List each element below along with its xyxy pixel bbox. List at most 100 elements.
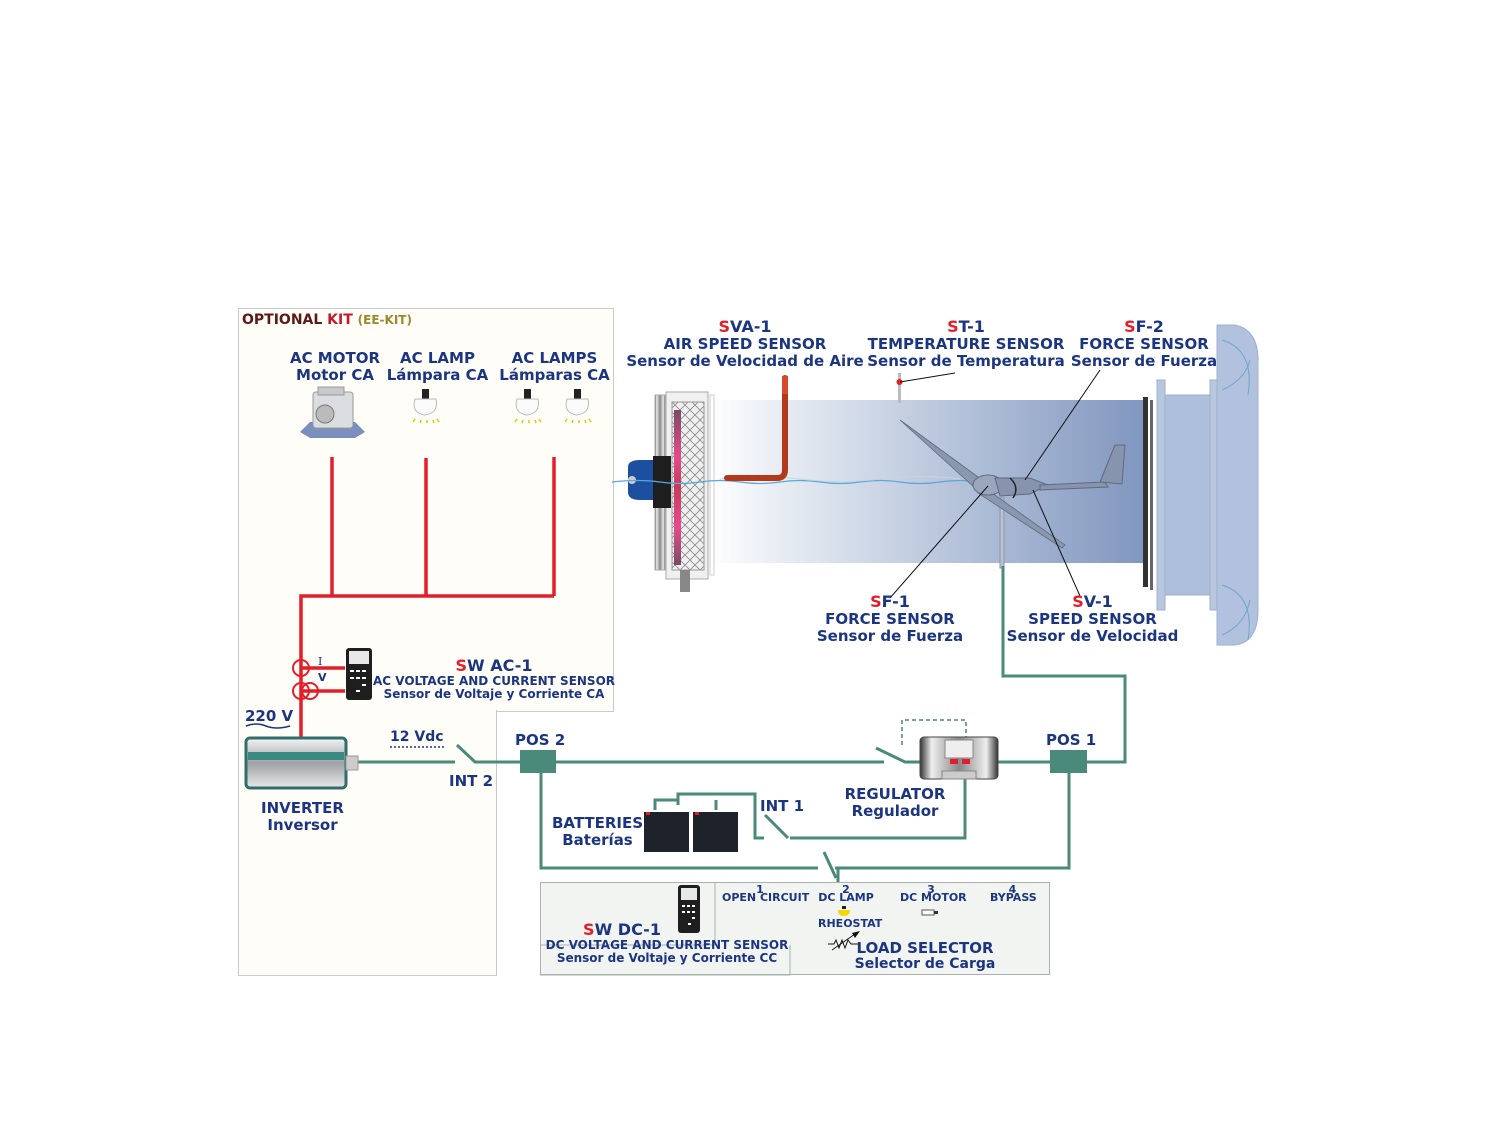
heater-element — [674, 410, 681, 565]
tunnel-diffuser — [1164, 394, 1216, 596]
inverter-icon — [244, 736, 359, 790]
inverter-label: INVERTER Inversor — [250, 800, 355, 834]
sf1-en: FORCE SENSOR — [825, 609, 955, 628]
kit-title-code: (EE-KIT) — [357, 313, 412, 327]
batteries-es: Baterías — [562, 830, 633, 849]
load-selector-label: LOAD SELECTOR Selector de Carga — [850, 940, 1000, 972]
ac-lamp-en: AC LAMP — [400, 349, 475, 367]
ac-motor-icon — [300, 386, 365, 438]
load-option-2-label: DC LAMP — [818, 891, 874, 905]
sf2-es: Sensor de Fuerza — [1070, 351, 1218, 370]
swac1-prefix: S — [455, 656, 468, 675]
load-selector-en: LOAD SELECTOR — [856, 939, 994, 957]
load-option-4-num: 4 — [1008, 883, 1017, 896]
ac-symbol-icon — [245, 723, 291, 729]
swdc1-prefix: S — [583, 920, 595, 939]
optional-kit-title: OPTIONAL KIT (EE-KIT) — [242, 312, 412, 328]
sf1-code: F-1 — [881, 592, 910, 611]
load-option-1-num: 1 — [756, 883, 764, 896]
regulator-en: REGULATOR — [844, 785, 946, 803]
load-option-3[interactable]: 3 DC MOTOR — [900, 883, 967, 905]
inverter-en: INVERTER — [261, 799, 344, 817]
regulator-label: REGULATOR Regulador — [840, 786, 950, 820]
swac1-code: W AC-1 — [467, 656, 533, 675]
dc-voltage-label: 12 Vdc — [390, 729, 444, 745]
sf1-es: Sensor de Fuerza — [816, 626, 964, 645]
pitot-tube-icon — [724, 375, 788, 481]
ac-multimeter-icon — [346, 648, 372, 700]
load-option-3-num: 3 — [927, 883, 935, 896]
swac1-label: SW AC-1 AC VOLTAGE AND CURRENT SENSOR Se… — [372, 657, 616, 702]
ac-voltage-label: 220 V — [245, 707, 294, 725]
sv1-es: Sensor de Velocidad — [1006, 626, 1179, 645]
load-option-4[interactable]: 4 BYPASS — [990, 883, 1037, 905]
load-selector-es: Selector de Carga — [854, 955, 996, 972]
st1-prefix: S — [947, 317, 959, 336]
swac1-es: Sensor de Voltaje y Corriente CA — [383, 687, 605, 702]
ac-lamps-label: AC LAMPS Lámparas CA — [497, 350, 612, 384]
rheostat-label: RHEOSTAT — [818, 917, 883, 930]
sv1-prefix: S — [1072, 592, 1084, 611]
sv1-code: V-1 — [1083, 592, 1113, 611]
int2-switch-label: INT 2 — [449, 772, 494, 790]
heater-connector — [680, 570, 690, 592]
load-option-4-label: BYPASS — [990, 891, 1037, 905]
sva1-prefix: S — [718, 317, 731, 336]
ac-lamp-es: Lámpara CA — [386, 365, 489, 384]
dc-motor-icon — [921, 909, 938, 916]
ac-lamps-en: AC LAMPS — [511, 349, 598, 367]
tunnel-screen-edge — [1150, 400, 1153, 590]
swdc1-label: SW DC-1 DC VOLTAGE AND CURRENT SENSOR Se… — [542, 921, 792, 966]
batteries-en: BATTERIES — [551, 814, 644, 832]
sf1-label: SF-1 FORCE SENSOR Sensor de Fuerza — [815, 593, 965, 645]
dc-wiring — [357, 566, 1127, 882]
sva1-code: VA-1 — [730, 317, 772, 336]
swdc1-code: W DC-1 — [594, 920, 661, 939]
tunnel-screen — [1143, 397, 1148, 587]
kit-title-kit: KIT — [327, 312, 353, 328]
temperature-probe-icon — [896, 373, 903, 403]
ac-lamps-es: Lámparas CA — [499, 365, 610, 384]
ac-lamps-icon — [514, 389, 592, 424]
dc-lamp-icon — [838, 906, 850, 916]
batteries-label: BATTERIES Baterías — [550, 815, 645, 849]
sf2-prefix: S — [1124, 317, 1136, 336]
int1-switch-label: INT 1 — [760, 797, 805, 815]
tunnel-flange — [1156, 379, 1166, 611]
pos1-junction — [1050, 750, 1087, 773]
st1-code: T-1 — [958, 317, 985, 336]
swdc1-en: DC VOLTAGE AND CURRENT SENSOR — [545, 937, 789, 952]
fan-heater-module — [628, 391, 715, 592]
load-option-1[interactable]: 1 OPEN CIRCUIT — [722, 883, 809, 905]
inverter-es: Inversor — [267, 815, 338, 834]
airflow-line — [611, 479, 981, 485]
voltage-transformer-icon — [292, 682, 310, 700]
st1-label: ST-1 TEMPERATURE SENSOR Sensor de Temper… — [866, 318, 1066, 370]
ac-motor-en: AC MOTOR — [289, 349, 381, 367]
current-transformer-icon — [292, 659, 310, 677]
load-option-2[interactable]: 2 DC LAMP — [818, 883, 874, 905]
batteries-icon — [644, 812, 738, 852]
swdc1-es: Sensor de Voltaje y Corriente CC — [556, 951, 778, 966]
ac-lamp-label: AC LAMP Lámpara CA — [385, 350, 490, 384]
regulator-es: Regulador — [851, 801, 939, 820]
load-selector-panel — [540, 882, 1050, 975]
tunnel-outlet-bell — [1216, 324, 1259, 646]
pos1-label: POS 1 — [1046, 731, 1097, 749]
sf1-prefix: S — [870, 592, 882, 611]
sva1-es: Sensor de Velocidad de Aire — [626, 351, 864, 370]
sf2-code: F-2 — [1135, 317, 1164, 336]
st1-es: Sensor de Temperatura — [867, 351, 1065, 370]
voltage-symbol: V — [318, 671, 327, 684]
ac-motor-es: Motor CA — [296, 365, 374, 384]
sva1-en: AIR SPEED SENSOR — [663, 334, 827, 353]
leader-lines — [889, 369, 1101, 599]
load-option-2-num: 2 — [842, 883, 850, 896]
swac1-en: AC VOLTAGE AND CURRENT SENSOR — [372, 673, 616, 688]
wind-tunnel — [705, 324, 1259, 646]
load-option-3-label: DC MOTOR — [900, 891, 967, 905]
sva1-label: SVA-1 AIR SPEED SENSOR Sensor de Velocid… — [625, 318, 865, 370]
pos2-label: POS 2 — [515, 731, 566, 749]
sv1-label: SV-1 SPEED SENSOR Sensor de Velocidad — [1005, 593, 1180, 645]
